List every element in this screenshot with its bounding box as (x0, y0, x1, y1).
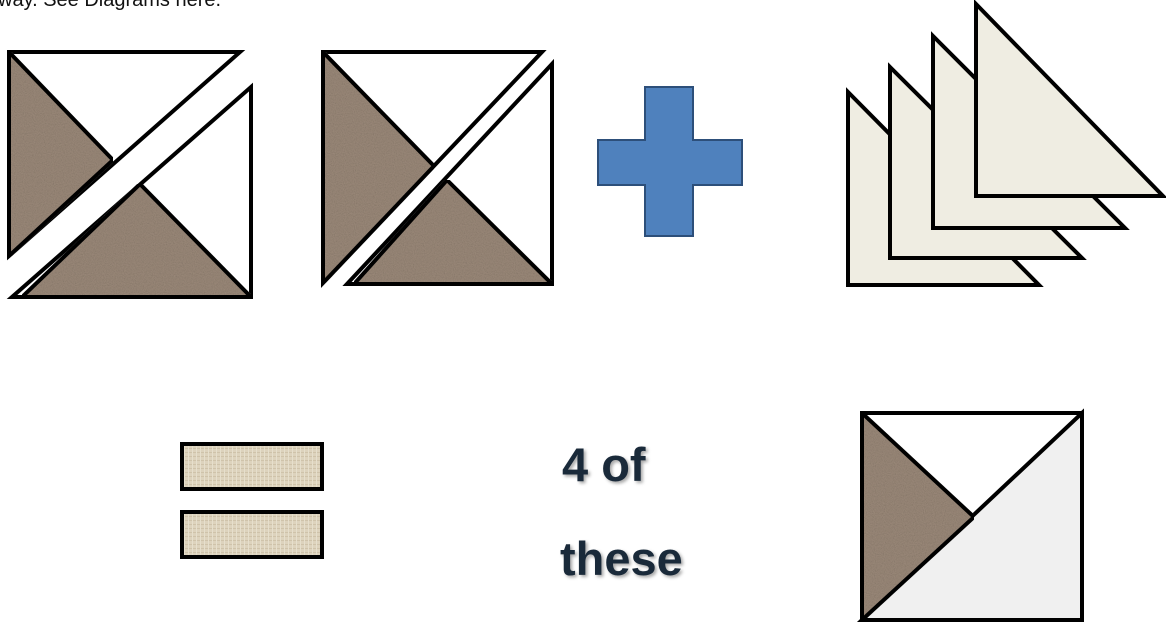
split-square-2 (323, 52, 552, 284)
split-square-1 (9, 52, 251, 297)
result-block (862, 413, 1082, 620)
cream-triangle-stack (848, 4, 1163, 285)
cream-triangle (976, 4, 1163, 196)
plus-sign-icon (598, 87, 742, 236)
count-label-line-2: these (560, 531, 683, 586)
count-label-line-1: 4 of (562, 437, 646, 492)
equals-sign-icon (182, 444, 322, 557)
